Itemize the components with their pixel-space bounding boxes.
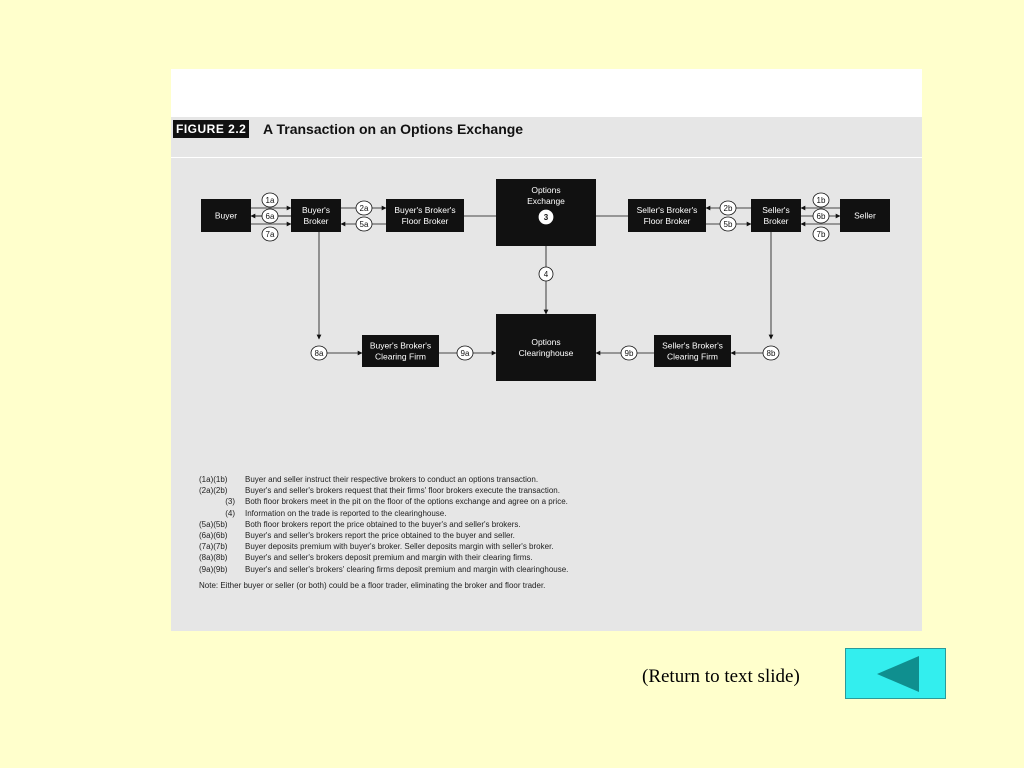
step-marker-7b: 7b	[812, 226, 830, 242]
box-label: Broker	[763, 216, 788, 226]
legend-code: (5a)(5b)	[199, 519, 228, 529]
legend-row: (9a)(9b) Buyer's and seller's brokers' cl…	[199, 564, 899, 575]
legend-row: (7a)(7b) Buyer deposits premium with buye…	[199, 541, 899, 552]
legend-row: (8a)(8b) Buyer's and seller's brokers dep…	[199, 552, 899, 563]
legend-row: (5a)(5b) Both floor brokers report the pr…	[199, 519, 899, 530]
legend-code: (2a)(2b)	[199, 486, 228, 496]
box-label: Clearing Firm	[375, 352, 426, 362]
legend-row: (6a)(6b) Buyer's and seller's brokers rep…	[199, 530, 899, 541]
step-marker-1a: 1a	[261, 192, 279, 208]
step-marker-8b: 8b	[762, 345, 780, 361]
legend-text: Both floor brokers report the price obta…	[245, 519, 521, 529]
legend-code: (4)	[225, 508, 235, 518]
box-buyer: Buyer	[201, 199, 251, 232]
step-marker-label: 3	[544, 213, 549, 222]
step-marker-3: 3	[538, 209, 554, 225]
step-marker-2b: 2b	[719, 200, 737, 216]
step-marker-2a: 2a	[355, 200, 373, 216]
step-marker-6b: 6b	[812, 208, 830, 224]
box-label: Buyer's Broker's	[394, 205, 455, 215]
figure-card: FIGURE 2.2 A Transaction on an Options E…	[171, 69, 922, 631]
legend-text: Buyer deposits premium with buyer's brok…	[245, 542, 554, 552]
box-label: Floor Broker	[644, 216, 691, 226]
legend-row: (1a)(1b) Buyer and seller instruct their …	[199, 474, 899, 485]
step-marker-label: 2a	[360, 204, 369, 213]
step-marker-label: 8b	[767, 349, 776, 358]
step-marker-7a: 7a	[261, 226, 279, 242]
box-label: Seller's Broker's	[637, 205, 698, 215]
box-label: Seller's Broker's	[662, 341, 723, 351]
box-label: Clearinghouse	[519, 348, 574, 358]
legend-code: (1a)(1b)	[199, 475, 228, 484]
legend-code: (3)	[225, 497, 235, 507]
return-link-text[interactable]: (Return to text slide)	[642, 666, 800, 687]
legend-text: Information on the trade is reported to …	[245, 508, 447, 518]
box-label: Seller	[854, 211, 876, 221]
legend-code: (8a)(8b)	[199, 553, 228, 563]
step-marker-label: 5b	[724, 220, 733, 229]
legend-text: Both floor brokers meet in the pit on th…	[245, 497, 568, 507]
step-marker-6a: 6a	[261, 208, 279, 224]
box-label: Broker	[303, 216, 328, 226]
step-marker-9a: 9a	[456, 345, 474, 361]
box-label: Options	[531, 337, 560, 347]
figure-title: A Transaction on an Options Exchange	[263, 121, 524, 137]
step-markers: 1a 6a 7a 2a 5a 3 4 2b 5b 1b 6b 7b 8a 9a 9b 8b	[261, 192, 830, 361]
legend-text: Buyer's and seller's brokers deposit pre…	[245, 553, 533, 563]
step-marker-5a: 5a	[355, 216, 373, 232]
step-marker-5b: 5b	[719, 216, 737, 232]
legend-code: (7a)(7b)	[199, 542, 228, 552]
legend-note: Note: Either buyer or seller (or both) c…	[199, 580, 546, 590]
legend-text: Buyer's and seller's brokers' clearing f…	[245, 564, 569, 574]
step-marker-label: 7a	[266, 230, 275, 239]
step-marker-label: 1a	[266, 196, 275, 205]
box-label: Seller's	[762, 205, 790, 215]
legend-text: Buyer's and seller's brokers report the …	[245, 530, 515, 540]
box-label: Exchange	[527, 196, 565, 206]
legend-row: (4) Information on the trade is reported …	[199, 508, 899, 519]
back-triangle-icon	[877, 656, 919, 692]
legend-text: Buyer's and seller's brokers request tha…	[245, 486, 560, 496]
box-label: Floor Broker	[402, 216, 449, 226]
legend-code: (6a)(6b)	[199, 530, 228, 540]
box-label: Buyer's	[302, 205, 330, 215]
box-seller: Seller	[840, 199, 890, 232]
step-marker-label: 4	[544, 270, 549, 279]
figure-panel: FIGURE 2.2 A Transaction on an Options E…	[171, 117, 922, 631]
legend-row: (2a)(2b) Buyer's and seller's brokers req…	[199, 485, 899, 496]
step-legend: (1a)(1b) Buyer and seller instruct their …	[199, 474, 899, 591]
step-marker-label: 6b	[817, 212, 826, 221]
box-label: Clearing Firm	[667, 352, 718, 362]
step-marker-8a: 8a	[310, 345, 328, 361]
step-marker-label: 1b	[817, 196, 826, 205]
legend-text: Buyer and seller instruct their respecti…	[245, 475, 539, 484]
legend-row: (3) Both floor brokers meet in the pit on…	[199, 496, 899, 507]
box-label: Buyer	[215, 211, 237, 221]
step-marker-1b: 1b	[812, 192, 830, 208]
step-marker-4: 4	[538, 266, 554, 282]
return-button[interactable]	[845, 648, 946, 699]
step-marker-label: 7b	[817, 230, 826, 239]
step-marker-label: 6a	[266, 212, 275, 221]
legend-code: (9a)(9b)	[199, 564, 228, 574]
box-label: Buyer's Broker's	[370, 341, 431, 351]
step-marker-label: 8a	[315, 349, 324, 358]
step-marker-label: 2b	[724, 204, 733, 213]
box-label: Options	[531, 185, 560, 195]
figure-header: FIGURE 2.2 A Transaction on an Options E…	[171, 117, 922, 158]
step-marker-9b: 9b	[620, 345, 638, 361]
step-marker-label: 9a	[461, 349, 470, 358]
figure-label: FIGURE 2.2	[173, 120, 250, 138]
step-marker-label: 9b	[625, 349, 634, 358]
step-marker-label: 5a	[360, 220, 369, 229]
